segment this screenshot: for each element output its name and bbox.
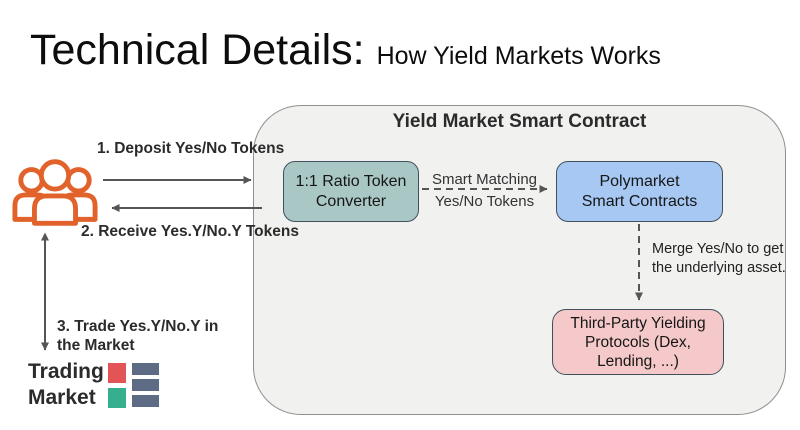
order-book-icon [106, 361, 160, 416]
protocols-line1: Third-Party Yielding [570, 314, 706, 332]
polymarket-line1: Polymarket [599, 172, 680, 190]
smart-matching-label-line2: Yes/No Tokens [434, 193, 535, 210]
step1-label: 1. Deposit Yes/No Tokens [97, 140, 285, 157]
node-third-party-yielding-protocols: Third-Party Yielding Protocols (Dex, Len… [552, 309, 724, 375]
merge-label: Merge Yes/No to get the underlying asset… [652, 240, 786, 278]
container-title: Yield Market Smart Contract [392, 111, 647, 132]
merge-line2: the underlying asset. [652, 260, 786, 276]
smart-matching-label-line1: Smart Matching [431, 171, 538, 188]
protocols-line3: Lending, ...) [597, 352, 679, 370]
node-ratio-token-converter: 1:1 Ratio Token Converter [283, 161, 419, 222]
trading-line2: Market [28, 386, 96, 409]
protocols-line2: Protocols (Dex, [585, 333, 691, 351]
page-title-main: Technical Details: [30, 26, 365, 74]
node-polymarket-smart-contracts: Polymarket Smart Contracts [556, 161, 723, 222]
merge-line1: Merge Yes/No to get [652, 241, 784, 257]
step2-label: 2. Receive Yes.Y/No.Y Tokens [81, 223, 299, 240]
polymarket-line2: Smart Contracts [581, 192, 698, 210]
converter-line2: Converter [315, 192, 387, 210]
step3-line1: 3. Trade Yes.Y/No.Y in [57, 318, 219, 335]
trading-line1: Trading [28, 360, 104, 383]
converter-line1: 1:1 Ratio Token [295, 172, 407, 190]
step3-line2: the Market [57, 337, 135, 354]
trading-market-label: Trading Market [28, 359, 104, 411]
step3-label: 3. Trade Yes.Y/No.Y in the Market [57, 317, 218, 355]
page-title-subtitle: How Yield Markets Works [376, 42, 661, 70]
users-group-icon [11, 156, 99, 233]
page-title: Technical Details: How Yield Markets Wor… [30, 26, 661, 75]
